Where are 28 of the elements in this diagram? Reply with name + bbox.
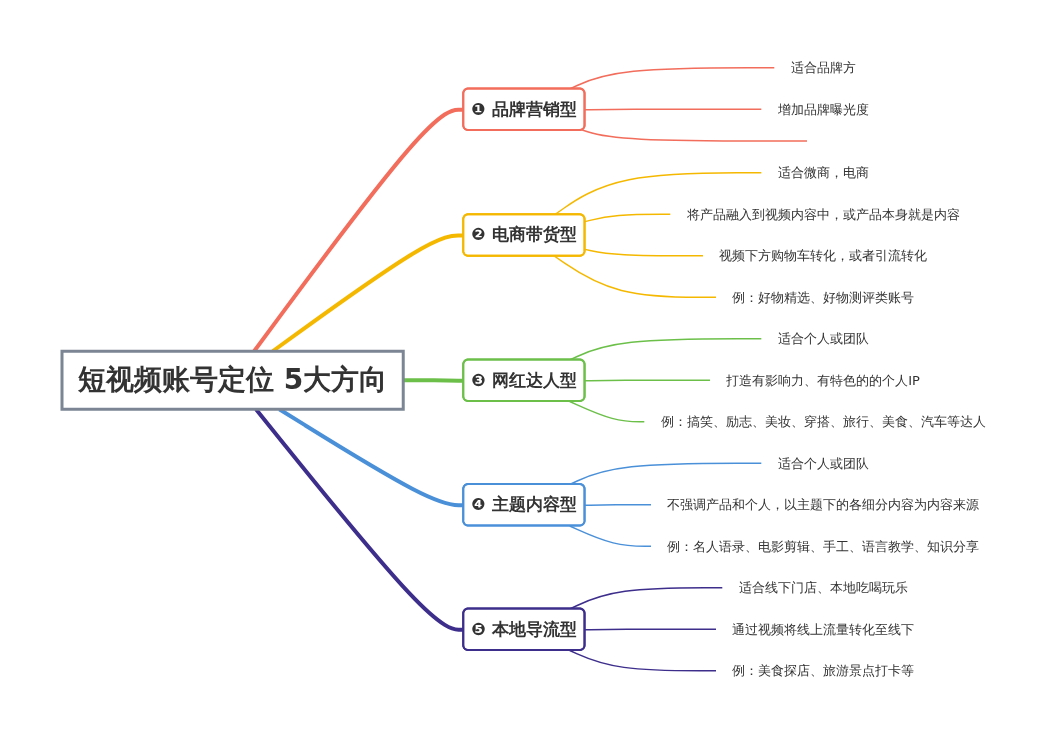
connector (584, 503, 652, 506)
node-text: 适合线下门店、本地吃喝玩乐 (738, 579, 908, 595)
node-text: 例：美食探店、旅游景点打卡等 (731, 662, 914, 678)
node-text: 不强调产品和个人，以主题下的各细分内容为内容来源 (666, 496, 979, 512)
node-text: 适合个人或团队 (777, 455, 869, 471)
connector (584, 248, 704, 257)
node-text: 适合个人或团队 (777, 330, 869, 346)
node-text: 适合品牌方 (790, 59, 856, 75)
node-text: 增加品牌曝光度 (777, 101, 869, 117)
node-text: 视频下方购物车转化，或者引流转化 (718, 247, 927, 263)
connector (568, 400, 645, 423)
connector (568, 525, 652, 547)
node-text: 例：好物精选、好物测评类账号 (731, 289, 914, 305)
node-text: 打造有影响力、有特色的的个人IP (725, 372, 920, 388)
node-text: 通过视频将线上流量转化至线下 (731, 621, 914, 637)
connector (553, 171, 762, 216)
connector (584, 379, 711, 382)
connector (568, 649, 717, 672)
node-text: 例：搞笑、励志、美妆、穿搭、旅行、美食、汽车等达人 (660, 413, 986, 429)
node-text: 将产品融入到视频内容中，或产品本身就是内容 (686, 206, 960, 222)
connector (584, 213, 671, 223)
node-text: 适合微商，电商 (777, 164, 869, 180)
node-text: 例：名人语录、电影剪辑、手工、语言教学、知识分享 (666, 538, 979, 554)
connector (584, 628, 717, 631)
connector (584, 108, 762, 111)
node-box: 短视频账号定位 5大方向 (60, 349, 405, 411)
connector (581, 129, 808, 142)
connector (553, 255, 717, 298)
